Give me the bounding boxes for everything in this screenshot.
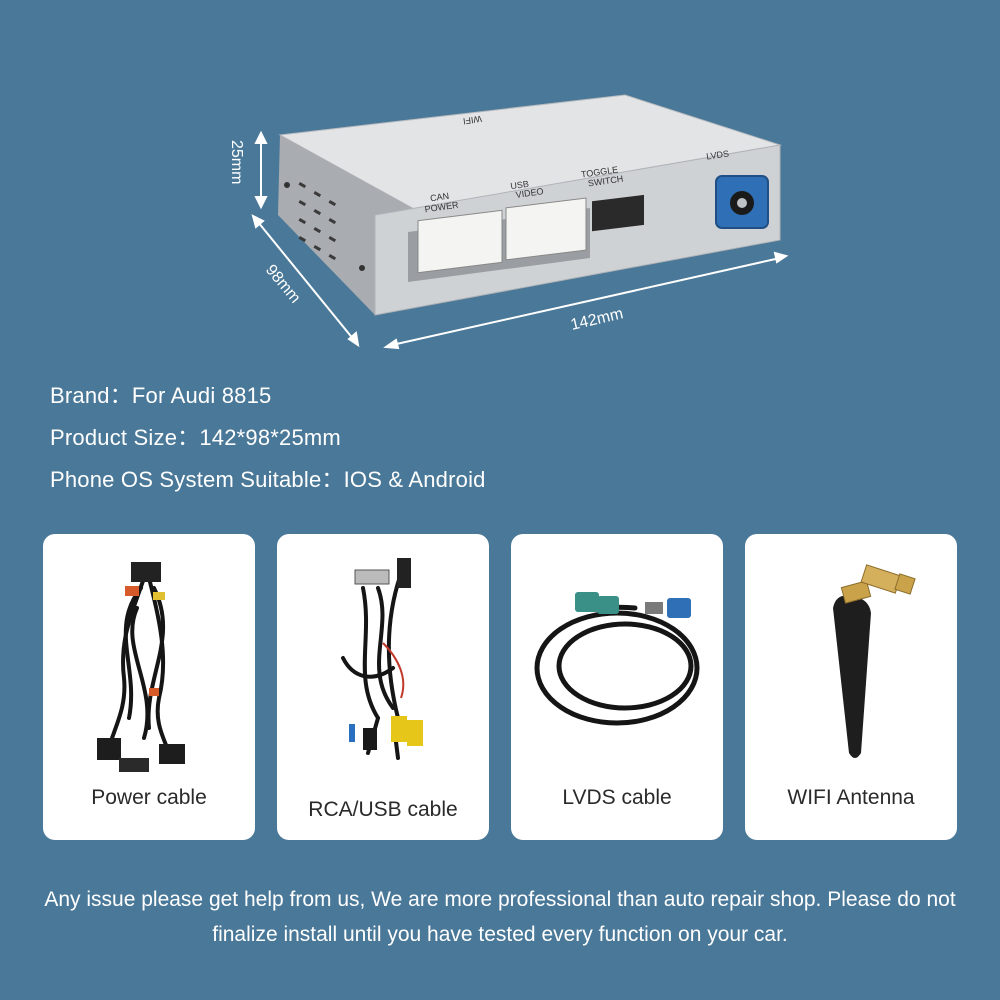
accessory-cards: Power cable [43,534,957,840]
accessory-card-wifi-antenna: WIFI Antenna [745,534,957,840]
accessory-label: WIFI Antenna [787,786,915,809]
dimension-height: 25mm [228,140,245,184]
accessory-card-rca-usb-cable: RCA/USB cable [277,534,489,840]
port-label-switch: SWITCH [587,174,624,189]
wifi-antenna-icon [833,564,916,758]
support-note: Any issue please get help from us, We ar… [44,888,956,946]
lvds-cable-icon [534,592,700,726]
interface-box-image: CAN POWER USB VIDEO TOGGLE SWITCH LVDS W… [228,94,789,350]
port-label-video: VIDEO [515,186,544,200]
accessory-card-power-cable: Power cable [43,534,255,840]
spec-size: Product Size：142*98*25mm [50,425,341,450]
port-label-can: CAN [429,191,449,204]
accessory-card-lvds-cable: LVDS cable [511,534,723,840]
power-cable-icon [97,562,185,772]
product-illustration: CAN POWER USB VIDEO TOGGLE SWITCH LVDS W… [220,80,800,360]
rca-usb-cable-icon [341,558,423,760]
dimension-width: 142mm [569,305,625,334]
accessory-label: Power cable [91,786,207,809]
dimension-depth: 98mm [262,262,304,307]
accessory-label: RCA/USB cable [308,798,458,821]
accessory-label: LVDS cable [562,786,672,809]
port-label-wifi: WIFI [462,114,482,127]
port-label-usb: USB [510,179,530,191]
spec-list: Brand：For Audi 8815 Product Size：142*98*… [50,380,486,506]
spec-brand: Brand：For Audi 8815 [50,383,272,408]
port-label-power: POWER [424,200,460,215]
spec-os: Phone OS System Suitable：IOS & Android [50,467,486,492]
port-label-lvds: LVDS [706,148,730,161]
